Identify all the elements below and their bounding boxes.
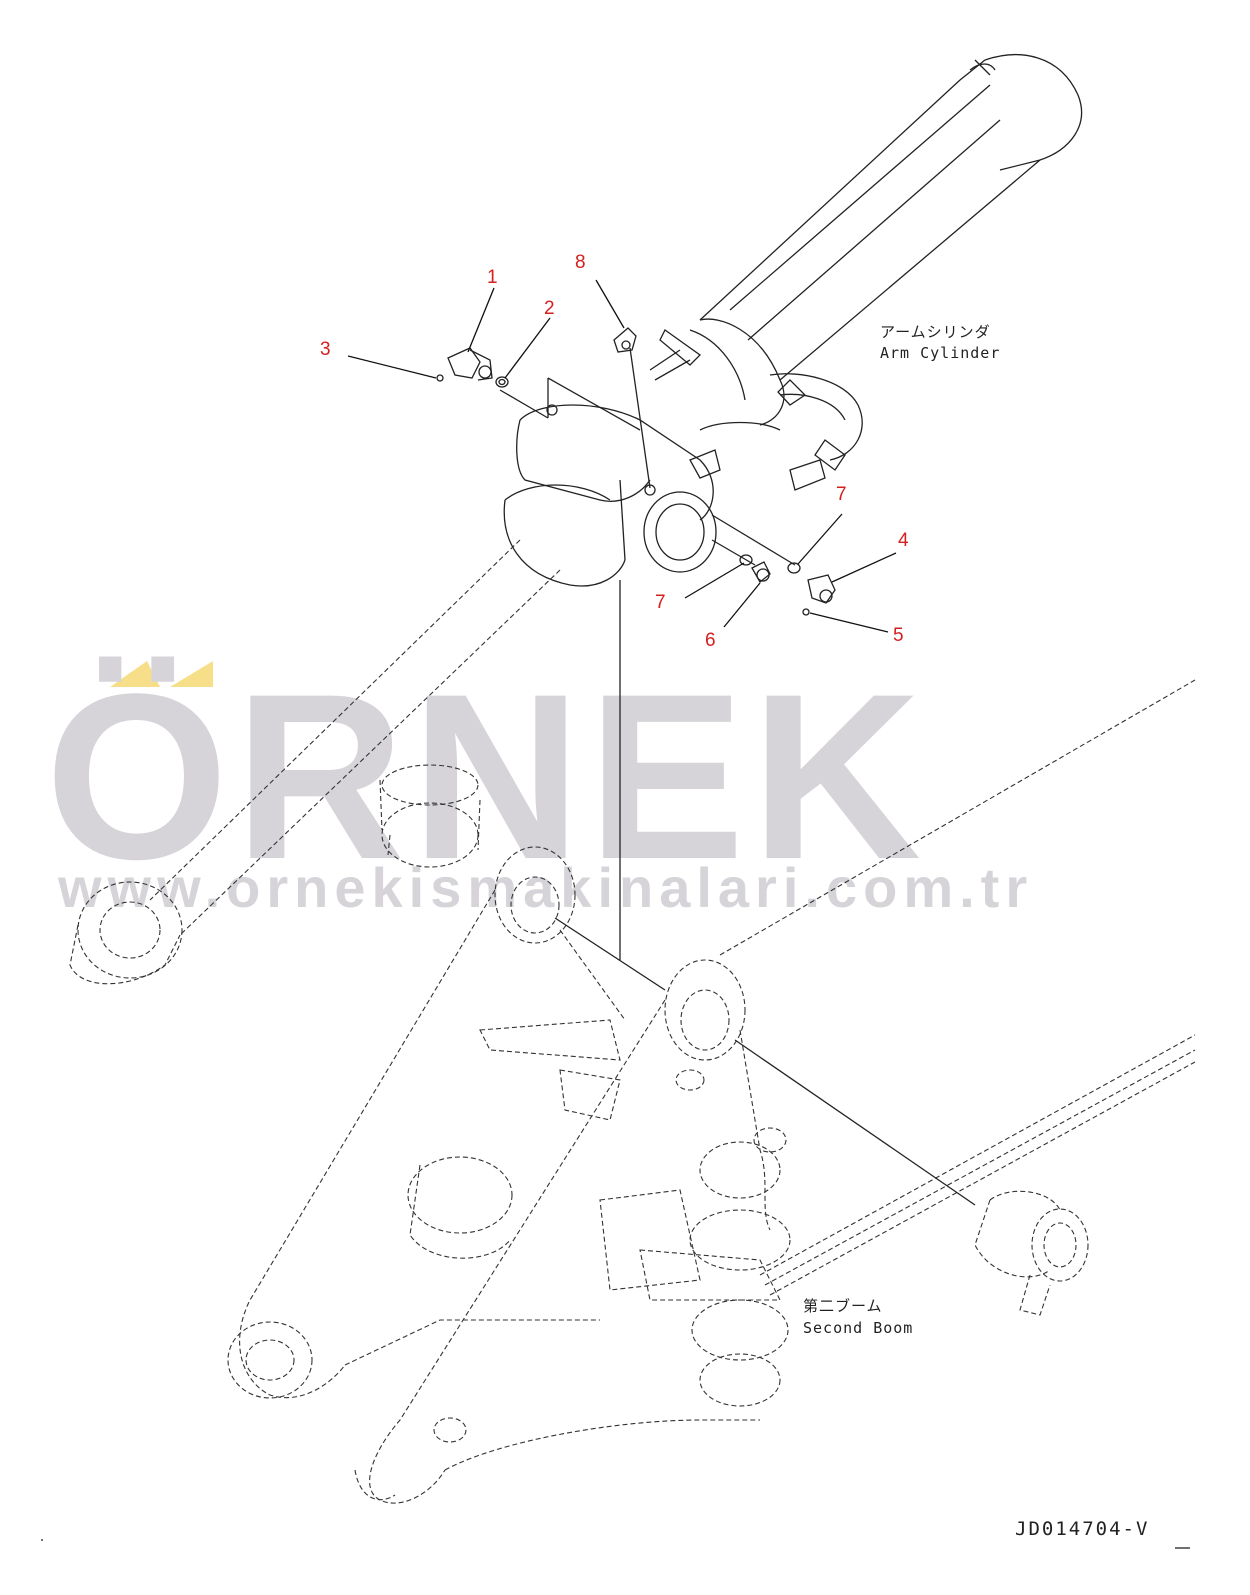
arm-cylinder-label-en: Arm Cylinder	[880, 344, 1000, 362]
cylinder-head-block	[503, 404, 717, 587]
callout-7-left: 7	[655, 592, 666, 613]
assembly-lines	[499, 347, 976, 1206]
callout-1: 1	[487, 267, 498, 288]
watermark-accent-left	[110, 661, 160, 687]
fittings	[436, 327, 836, 616]
pin-upper	[379, 764, 481, 868]
component-labels: アームシリンダ Arm Cylinder 第二ブーム Second Boom	[803, 323, 1000, 1337]
drawing-code: JD014704-V	[1015, 1518, 1149, 1540]
watermark-url: www.ornekismakinalari.com.tr	[57, 856, 1033, 919]
callout-7-right: 7	[836, 484, 847, 505]
watermark: ÖRNEK www.ornekismakinalari.com.tr	[45, 645, 1033, 919]
arm-cylinder	[649, 54, 1083, 491]
callout-3: 3	[320, 339, 331, 360]
callout-leaders	[347, 279, 897, 633]
callout-5: 5	[893, 625, 904, 646]
watermark-accent-right	[170, 661, 213, 687]
second-boom	[227, 846, 791, 1504]
callouts: 1 2 3 4 5 6 7 7 8	[320, 252, 909, 651]
callout-6: 6	[705, 630, 716, 651]
callout-2: 2	[544, 298, 555, 319]
arm-cylinder-label-jp: アームシリンダ	[880, 323, 991, 341]
callout-8: 8	[575, 252, 586, 273]
callout-4: 4	[898, 530, 909, 551]
cylinder-rod	[69, 539, 561, 985]
second-boom-label-en: Second Boom	[803, 1319, 913, 1337]
watermark-brand: ÖRNEK	[45, 645, 927, 909]
pin-lower	[974, 1190, 1089, 1316]
first-boom-outline	[719, 679, 1196, 1296]
second-boom-label-jp: 第二ブーム	[803, 1297, 883, 1315]
